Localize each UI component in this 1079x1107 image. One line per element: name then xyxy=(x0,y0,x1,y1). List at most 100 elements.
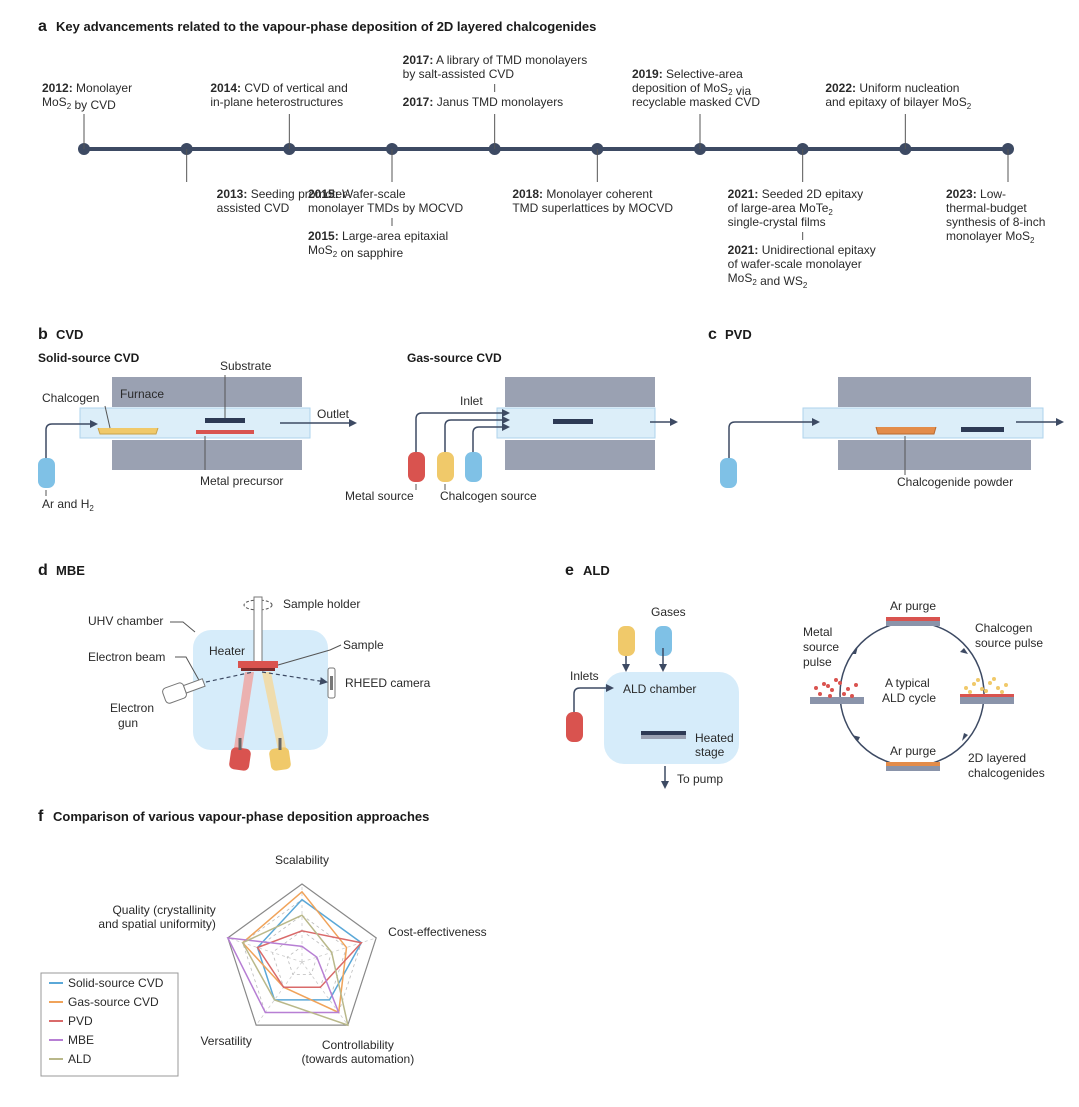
ald-substrate xyxy=(641,731,686,735)
carrier-gas-line xyxy=(45,420,98,458)
sample-holder-label: Sample holder xyxy=(283,597,360,611)
timeline-label-line: single-crystal films xyxy=(728,215,826,229)
inlet-line-chalcogen-1 xyxy=(444,416,510,455)
radar-spoke xyxy=(301,937,377,963)
sample-label: Sample xyxy=(343,638,384,652)
timeline-label-line: monolayer TMDs by MOCVD xyxy=(308,201,463,215)
to-pump-label: To pump xyxy=(677,772,723,786)
panel-f-letter: f xyxy=(38,808,44,825)
solid-source-title: Solid-source CVD xyxy=(38,351,140,365)
electron-beam-pointer xyxy=(175,656,201,683)
radar-axis-label: and spatial uniformity) xyxy=(98,917,215,931)
chalcogen-particle xyxy=(984,689,988,693)
chalcogen-particle xyxy=(972,682,976,686)
chalcogen-source-label: Chalcogen source xyxy=(440,489,537,503)
furnace-label: Furnace xyxy=(120,387,164,401)
metal-pulse-label-1: Metal xyxy=(803,625,832,639)
result-label-2: chalcogenides xyxy=(968,766,1045,780)
chalcogen-source-cylinder-2 xyxy=(465,452,482,482)
chalcogen-particle xyxy=(964,686,968,690)
metal-pulse-label-2: source xyxy=(803,640,839,654)
powder-label: Chalcogenide powder xyxy=(897,475,1013,489)
panel-f: f Comparison of various vapour-phase dep… xyxy=(38,808,487,1077)
radar-axis-label: Quality (crystallinity xyxy=(112,903,215,917)
cycle-arrow-2 xyxy=(962,733,968,741)
panel-e-title: ALD xyxy=(583,563,610,578)
cycle-arrow-4 xyxy=(852,646,858,654)
panel-c: c PVD Chalcogenide powder xyxy=(708,326,1064,489)
metal-particle xyxy=(834,678,838,682)
chalcogen-pointer xyxy=(104,405,111,429)
sample-pointer xyxy=(277,644,342,666)
pvd-furnace-top xyxy=(838,377,1031,407)
timeline-label-line: recyclable masked CVD xyxy=(632,95,760,109)
ald-chamber-label: ALD chamber xyxy=(623,682,696,696)
panel-a-letter: a xyxy=(38,18,47,35)
timeline-label-line: MoS2 on sapphire xyxy=(308,243,404,260)
substrate xyxy=(205,418,245,423)
substrate-label: Substrate xyxy=(220,359,272,373)
timeline-label-line: 2021: Seeded 2D epitaxy xyxy=(728,187,863,201)
gases-label: Gases xyxy=(651,605,686,619)
outlet-label: Outlet xyxy=(317,407,350,421)
electron-beam-label: Electron beam xyxy=(88,650,165,664)
panel-b: b CVD Solid-source CVD Furnace Substrate… xyxy=(38,326,678,513)
inlets-label: Inlets xyxy=(570,669,599,683)
panel-d-letter: d xyxy=(38,562,48,579)
metal-effusion-cell xyxy=(229,747,251,771)
electron-beam-in xyxy=(205,671,254,683)
timeline-label-line: and epitaxy of bilayer MoS2 xyxy=(825,95,971,111)
chalcogen-particle xyxy=(1000,690,1004,694)
chalcogen-pulse-label-1: Chalcogen xyxy=(975,621,1032,635)
timeline-label-line: MoS2 by CVD xyxy=(42,95,116,112)
ald-metal-inlet xyxy=(573,684,614,712)
radar-axis-label: Scalability xyxy=(275,853,329,867)
timeline-label-line: 2019: Selective-area xyxy=(632,67,743,81)
heated-stage-label-1: Heated xyxy=(695,731,734,745)
chalcogen-precursor-particles xyxy=(964,677,1008,694)
electron-beam-out xyxy=(261,671,328,686)
ar-purge-bottom-layer xyxy=(886,762,940,766)
timeline-label-line: 2021: Unidirectional epitaxy xyxy=(728,243,876,257)
timeline-label-line: 2015: Wafer-scale xyxy=(308,187,406,201)
panel-c-title: PVD xyxy=(725,327,752,342)
timeline-label-line: by salt-assisted CVD xyxy=(403,67,515,81)
metal-particle xyxy=(842,692,846,696)
timeline-label-line: 2017: A library of TMD monolayers xyxy=(403,53,588,67)
electron-gun-label-2: gun xyxy=(118,716,138,730)
heated-stage-label-2: stage xyxy=(695,745,725,759)
legend-label: PVD xyxy=(68,1014,93,1028)
panel-b-letter: b xyxy=(38,326,48,343)
gas-furnace-top xyxy=(505,377,655,407)
metal-particle xyxy=(854,683,858,687)
inlet-line-chalcogen-2 xyxy=(472,423,510,455)
carrier-gas-cylinder xyxy=(38,458,55,488)
ar-purge-top-layer xyxy=(886,617,940,621)
chalcogen-flux-beam xyxy=(262,672,286,750)
chalcogen-particle xyxy=(996,686,1000,690)
legend-box xyxy=(40,972,179,1077)
legend-label: Gas-source CVD xyxy=(68,995,159,1009)
metal-precursor-particles xyxy=(814,678,858,698)
metal-particle xyxy=(850,694,854,698)
pvd-substrate xyxy=(961,427,1004,432)
radar-spoke xyxy=(227,937,303,963)
timeline-label-line: thermal-budget xyxy=(946,201,1027,215)
electron-gun xyxy=(162,678,206,704)
cycle-arrow-3 xyxy=(852,735,860,741)
ald-metal-cylinder xyxy=(566,712,583,742)
metal-source-cylinder xyxy=(408,452,425,482)
timeline-label-line: assisted CVD xyxy=(217,201,290,215)
heater-label: Heater xyxy=(209,644,245,658)
timeline-label-line: 2017: Janus TMD monolayers xyxy=(403,95,564,109)
radar-series-ald xyxy=(241,914,349,1027)
metal-pulse-label-3: pulse xyxy=(803,655,832,669)
rheed-camera-label: RHEED camera xyxy=(345,676,431,690)
metal-precursor-label: Metal precursor xyxy=(200,474,283,488)
timeline-label-line: 2022: Uniform nucleation xyxy=(825,81,959,95)
radar-chart: ScalabilityCost-effectivenessControllabi… xyxy=(98,853,486,1066)
chalcogen-boat xyxy=(97,427,159,435)
chalcogen-source-cylinder-1 xyxy=(437,452,454,482)
timeline-label-line: 2015: Large-area epitaxial xyxy=(308,229,448,243)
radar-axis-label: Cost-effectiveness xyxy=(388,925,487,939)
